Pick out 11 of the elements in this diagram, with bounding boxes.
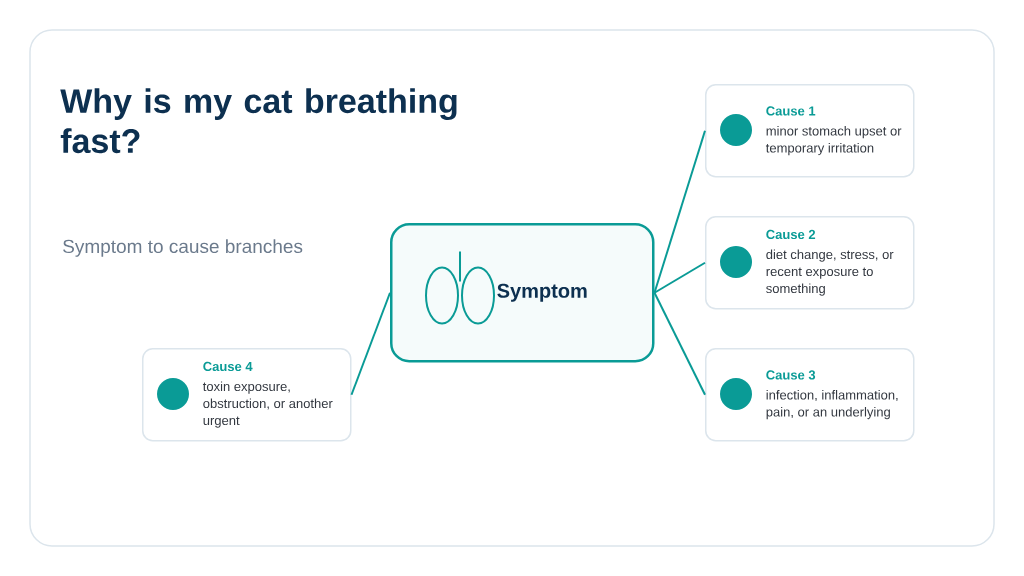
cause-card: Cause 2 diet change, stress, or recent exposure to something	[705, 216, 915, 310]
symptom-box: Symptom	[390, 223, 655, 363]
connector	[653, 261, 706, 294]
connector	[653, 129, 706, 294]
connector	[350, 291, 391, 396]
subtitle: Symptom to cause branches	[63, 239, 303, 257]
cause-card: Cause 4 toxin exposure, obstruction, or another urgent	[142, 348, 352, 442]
cause-card: Cause 3 infection, inflammation, pain, or an underlying	[705, 348, 915, 442]
title: Why is my cat breathing fast?	[60, 88, 457, 154]
connector	[653, 291, 706, 396]
cause-card: Cause 1 minor stomach upset or temporary irritation	[705, 84, 915, 178]
